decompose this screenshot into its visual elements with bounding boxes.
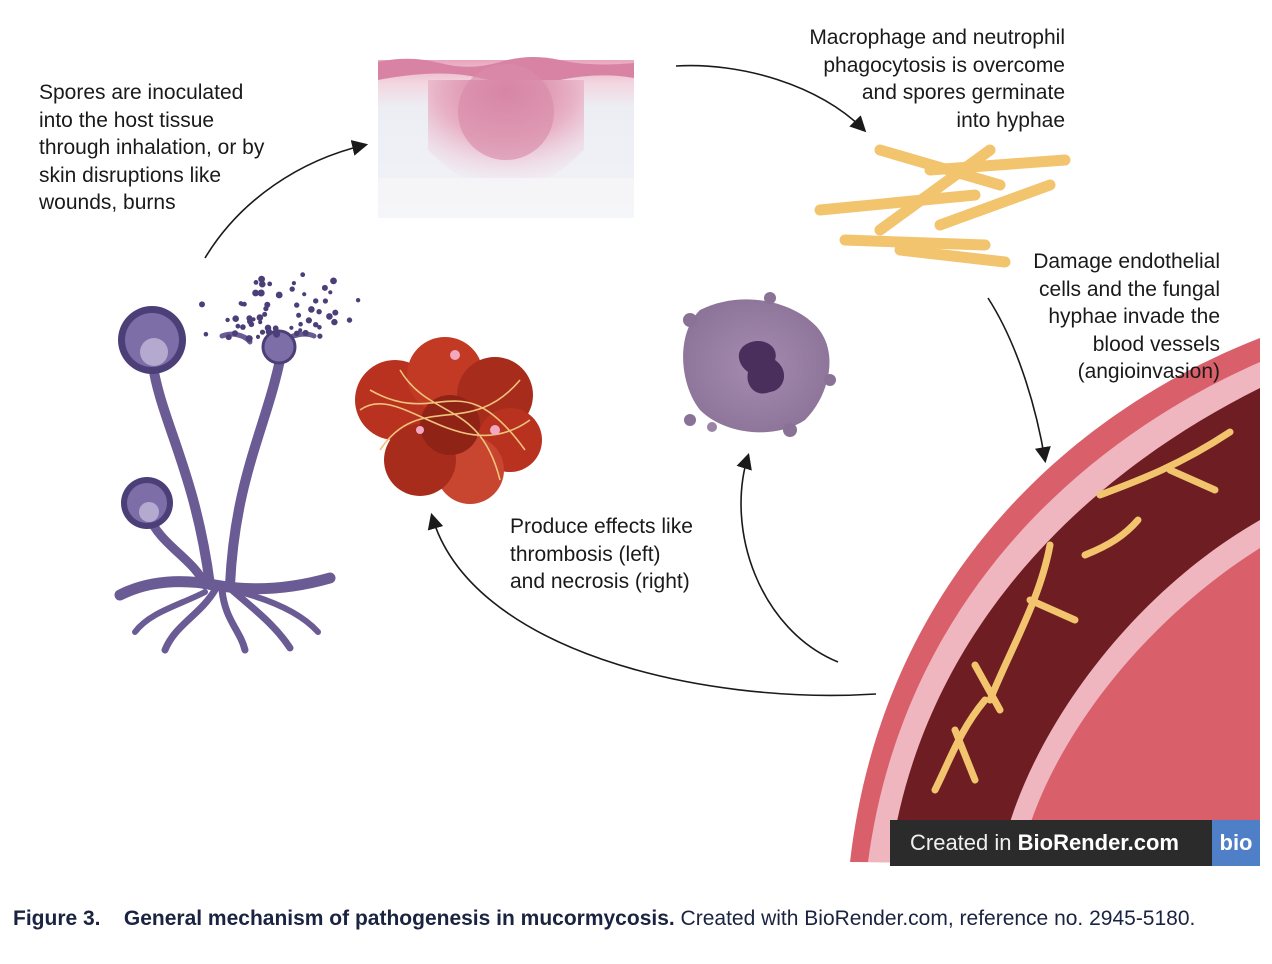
spore	[317, 325, 322, 330]
spore	[355, 298, 361, 303]
spore	[232, 330, 238, 337]
sporangium-large	[118, 306, 186, 374]
spore	[346, 317, 353, 323]
spore	[247, 318, 253, 325]
spore	[313, 298, 319, 304]
spore	[264, 324, 272, 332]
spore	[272, 325, 279, 332]
spore	[321, 284, 328, 291]
caption-text: Created with BioRender.com, reference no…	[674, 907, 1196, 930]
figure-caption: Figure 3. General mechanism of pathogene…	[13, 904, 1233, 933]
arrow-hyphae-to-vessel	[987, 297, 1051, 464]
spore	[332, 309, 339, 316]
skin-tissue-illustration	[378, 56, 634, 218]
biorender-logo: bio	[1212, 820, 1260, 866]
spore	[300, 272, 306, 278]
spore	[326, 313, 333, 320]
spore	[289, 286, 295, 292]
sporangium-small	[121, 477, 173, 529]
step-germination-text: Macrophage and neutrophil phagocytosis i…	[809, 26, 1065, 132]
watermark-text: Created in BioRender.com	[890, 830, 1212, 856]
arrow-vessel-to-clot	[427, 512, 877, 697]
step-inoculation-text: Spores are inoculated into the host tiss…	[39, 81, 265, 214]
step-effects-text: Produce effects like thrombosis (left) a…	[510, 515, 693, 593]
step-angioinvasion-text: Damage endothelial cells and the fungal …	[1033, 250, 1220, 383]
spore	[245, 335, 253, 343]
spore	[298, 328, 303, 333]
spore	[257, 289, 265, 297]
spore	[328, 290, 333, 295]
cycle-arrows	[204, 64, 1051, 697]
spore	[305, 317, 312, 324]
spore	[331, 318, 338, 326]
spore	[225, 317, 230, 323]
thrombosis-clot-illustration	[355, 337, 542, 504]
spore	[235, 323, 241, 329]
spore	[296, 312, 302, 318]
spore	[259, 329, 266, 335]
germinated-hyphae-illustration	[814, 144, 1071, 268]
spore	[258, 320, 263, 325]
spore	[238, 301, 243, 306]
spore	[240, 324, 246, 330]
spore	[275, 291, 283, 299]
spore	[308, 306, 315, 313]
arrow-skin-to-hyphae	[675, 64, 867, 133]
spore	[298, 321, 303, 327]
spore	[256, 314, 264, 321]
spore	[258, 275, 265, 283]
spore	[302, 329, 309, 337]
spore	[262, 311, 268, 317]
spore	[225, 334, 232, 341]
watermark-prefix: Created in	[910, 830, 1018, 855]
spore	[232, 315, 239, 323]
spore	[252, 289, 259, 297]
spore	[330, 277, 337, 285]
caption-title: General mechanism of pathogenesis in muc…	[123, 907, 675, 930]
spore	[317, 333, 323, 339]
spore	[294, 330, 300, 337]
arrow-vessel-to-necrosis	[736, 452, 839, 663]
spore	[316, 309, 322, 315]
spore	[322, 298, 328, 304]
watermark-brand: BioRender.com	[1017, 830, 1179, 855]
spore	[255, 334, 261, 339]
spore	[203, 331, 209, 337]
sporangium-releasing-spores	[261, 329, 297, 365]
spore	[291, 281, 296, 286]
spore	[302, 292, 307, 297]
spore	[294, 302, 300, 308]
arrow-fungus-to-skin	[204, 140, 369, 259]
caption-label: Figure 3.	[13, 907, 101, 930]
spore	[253, 280, 259, 285]
spore	[264, 301, 271, 308]
spore	[259, 280, 266, 288]
spore	[199, 301, 205, 308]
necrosis-cell-illustration	[683, 292, 836, 437]
blood-vessel-illustration	[850, 338, 1260, 865]
released-spores	[199, 272, 361, 343]
spore	[289, 325, 294, 330]
biorender-watermark: Created in BioRender.com bio	[890, 820, 1260, 866]
spore	[273, 330, 281, 338]
spore	[267, 281, 273, 287]
spore	[313, 322, 319, 328]
